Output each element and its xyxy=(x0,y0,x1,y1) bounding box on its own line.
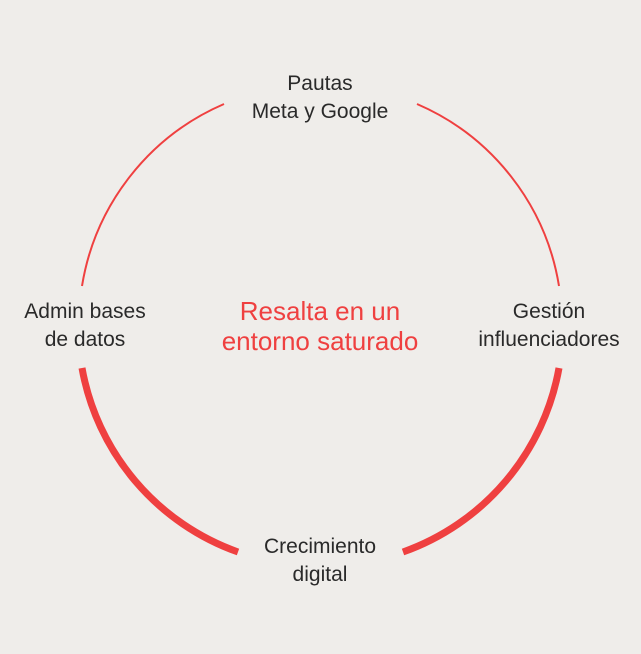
arc-top-left xyxy=(81,103,225,287)
node-admin-bases-line1: Admin bases xyxy=(24,300,146,323)
arc-bottom-left xyxy=(78,367,240,556)
node-pautas-line2: Meta y Google xyxy=(251,100,389,123)
arc-bottom-right xyxy=(401,367,563,556)
node-pautas-line1: Pautas xyxy=(287,72,353,95)
node-gestion-line2: influenciadores xyxy=(478,328,620,351)
center-statement-line1: Resalta en un xyxy=(239,296,401,326)
node-gestion-influenciadores: Gestión influenciadores xyxy=(478,298,619,354)
node-crecimiento-line2: digital xyxy=(292,563,348,586)
node-admin-bases: Admin bases de datos xyxy=(24,298,145,354)
node-gestion-line1: Gestión xyxy=(512,300,586,323)
node-admin-bases-line2: de datos xyxy=(44,328,126,351)
node-crecimiento-digital: Crecimiento digital xyxy=(264,533,376,589)
center-statement: Resalta en un entorno saturado xyxy=(222,296,419,356)
center-statement-line2: entorno saturado xyxy=(221,326,419,356)
arc-top-right xyxy=(416,103,560,287)
node-pautas: Pautas Meta y Google xyxy=(252,70,389,126)
node-crecimiento-line1: Crecimiento xyxy=(263,535,377,558)
